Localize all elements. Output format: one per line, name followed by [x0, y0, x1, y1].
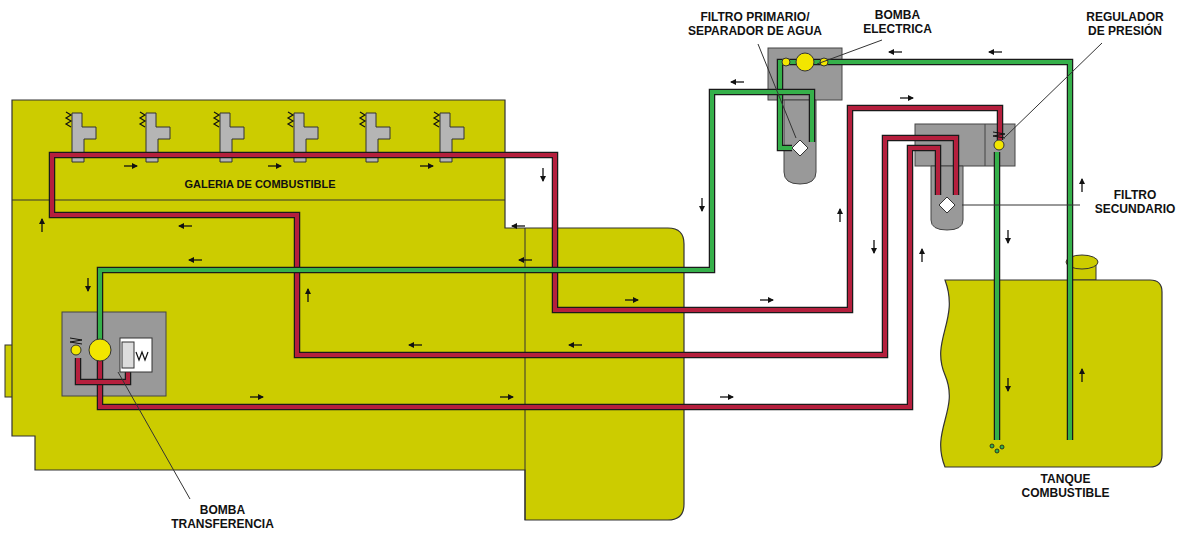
part-label: FILTRO PRIMARIO/ SEPARADOR DE AGUA: [680, 10, 830, 38]
fuel-tank: [941, 255, 1162, 467]
part-label: REGULADOR DE PRESIÓN: [1080, 10, 1170, 38]
leader-lines: [118, 40, 1102, 499]
label-holder: FILTRO SECUNDARIO: [1085, 188, 1185, 216]
part-label: TANQUE COMBUSTIBLE: [1013, 472, 1118, 500]
part-label: FILTRO SECUNDARIO: [1085, 188, 1185, 216]
label-holder: BOMBA TRANSFERENCIA: [160, 503, 285, 531]
primary-filter-pump-housing: [768, 48, 842, 184]
label-holder: FILTRO PRIMARIO/ SEPARADOR DE AGUA: [680, 10, 830, 38]
flow-arrows: [42, 52, 1082, 397]
part-label: BOMBA TRANSFERENCIA: [160, 503, 285, 531]
part-label: BOMBA ELECTRICA: [855, 8, 940, 36]
fuel-lines: [52, 62, 1070, 440]
label-holder: GALERIA DE COMBUSTIBLE: [178, 178, 342, 191]
label-holder: TANQUE COMBUSTIBLE: [1013, 472, 1118, 500]
gallery-label: GALERIA DE COMBUSTIBLE: [178, 178, 342, 191]
transfer-pump-housing: [62, 312, 166, 396]
label-holder: BOMBA ELECTRICA: [855, 8, 940, 36]
components: [70, 53, 1005, 453]
label-holder: REGULADOR DE PRESIÓN: [1080, 10, 1170, 38]
